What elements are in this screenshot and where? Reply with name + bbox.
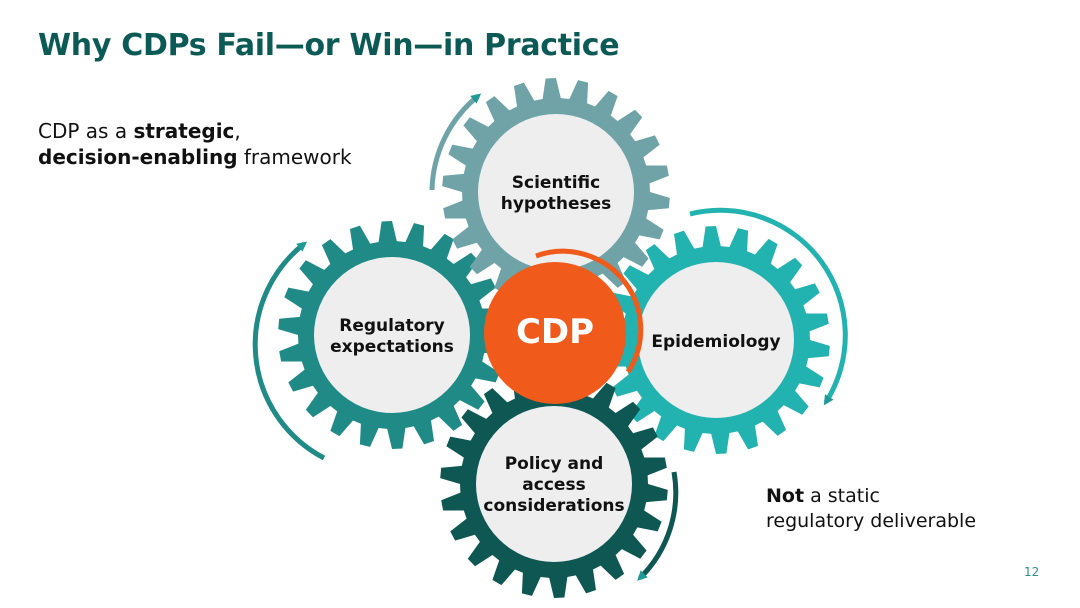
gear-scientific-face — [478, 114, 634, 270]
slide-title: Why CDPs Fail—or Win—in Practice — [38, 28, 620, 63]
lead-text-strategic: strategic — [133, 119, 235, 143]
gear-label-policy: Policy and access considerations — [483, 454, 625, 516]
gear-label-regulatory: Regulatory expectations — [330, 316, 454, 357]
note-text-deliverable: regulatory deliverable — [766, 510, 977, 532]
hub-label: CDP — [515, 312, 595, 352]
gear-epidemiology-face — [638, 262, 794, 418]
rotation-arrow-right-icon — [689, 207, 848, 406]
lead-text-comma: , — [234, 119, 241, 143]
lead-text-decision-enabling: decision-enabling — [38, 145, 238, 169]
note-text-static: a static — [804, 485, 880, 507]
hub-arc-icon — [535, 248, 644, 374]
gear-label-scientific: Scientific hypotheses — [500, 173, 612, 214]
rotation-arrow-left-icon — [252, 241, 326, 461]
note-text-not: Not — [766, 485, 805, 507]
gear-label-epidemiology: Epidemiology — [651, 332, 781, 352]
lead-text: CDP as a strategic, decision-enabling fr… — [38, 118, 352, 170]
rotation-arrow-bottom-icon — [637, 471, 679, 581]
lead-text-framework: framework — [237, 145, 352, 169]
hub-circle — [484, 262, 626, 404]
page-number: 12 — [1024, 565, 1040, 579]
lead-text-prefix: CDP as a — [38, 119, 134, 143]
rotation-arrow-top-icon — [429, 93, 482, 191]
note-text: Not a static regulatory deliverable — [766, 484, 976, 534]
gear-policy-face — [476, 406, 632, 562]
gear-regulatory-face — [314, 257, 470, 413]
